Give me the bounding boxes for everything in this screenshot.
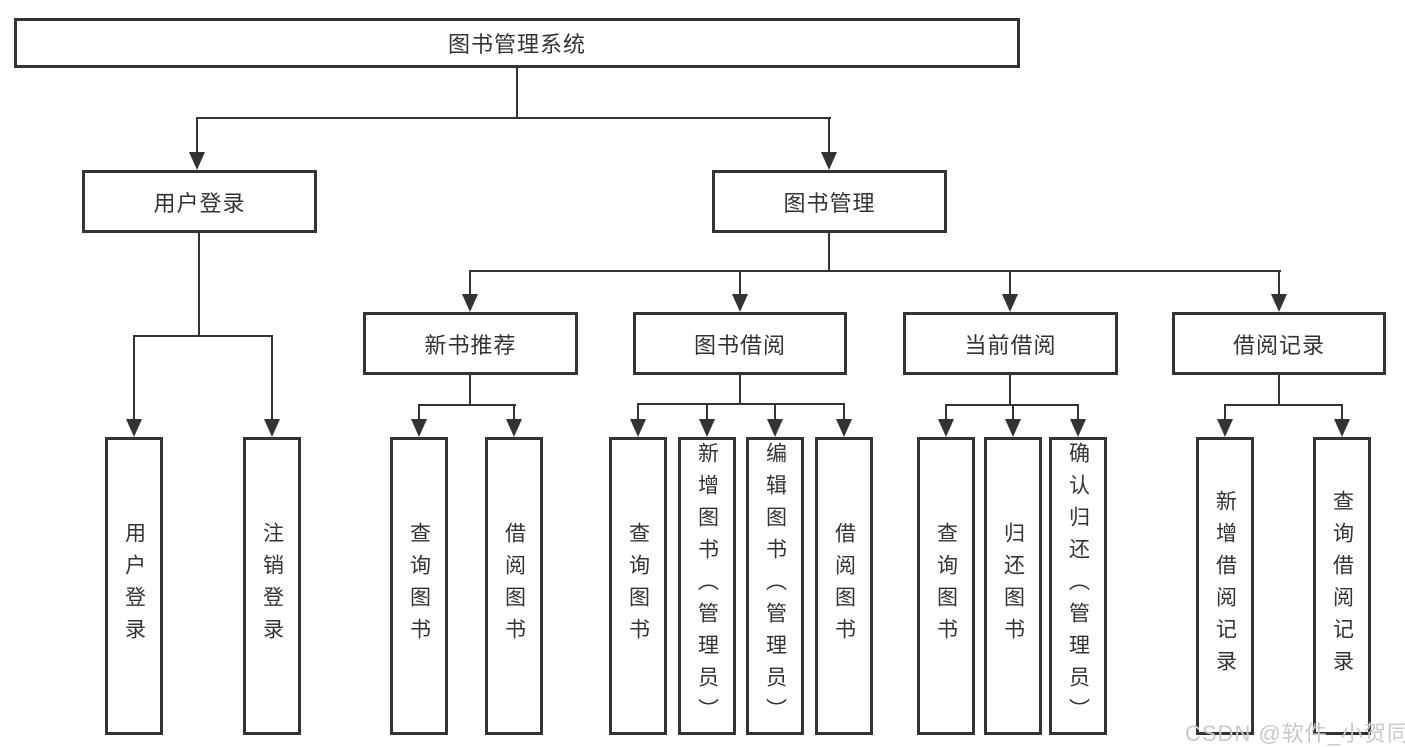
arrowhead-icon — [630, 419, 646, 437]
connector-leaf — [706, 404, 708, 420]
node-label: 当前借阅 — [964, 332, 1057, 358]
leaf-edit-book-admin: 编辑图书（管理员） — [746, 437, 804, 735]
leaf-label: 用户登录 — [122, 522, 146, 650]
node-label: 图书管理系统 — [447, 32, 586, 57]
arrowhead-icon — [189, 152, 205, 170]
leaf-label: 查询借阅记录 — [1330, 490, 1354, 682]
arrowhead-icon — [1070, 419, 1086, 437]
leaf-label: 新增图书（管理员） — [695, 442, 719, 730]
leaf-label: 查询图书 — [407, 522, 431, 650]
connector-l2-splitter — [196, 117, 831, 119]
arrowhead-icon — [126, 419, 142, 437]
leaf-label: 借阅图书 — [832, 522, 856, 650]
arrowhead-icon — [767, 419, 783, 437]
connector-leaf — [1077, 405, 1079, 420]
leaf-user-login: 用户登录 — [105, 437, 163, 735]
connector-leaf — [418, 405, 420, 421]
arrowhead-icon — [506, 419, 522, 437]
connector-l3-splitter — [469, 270, 1281, 272]
arrowhead-icon — [264, 419, 280, 437]
arrowhead-icon — [462, 294, 478, 312]
connector-to-leaf-user-login — [133, 336, 135, 420]
leaf-label: 查询图书 — [934, 522, 958, 650]
connector-to-new-book-recommend — [469, 271, 471, 295]
node-label: 图书管理 — [783, 190, 876, 216]
connector-to-book-borrow — [739, 271, 741, 295]
arrowhead-icon — [821, 152, 837, 170]
leaf-borrow-books-borrow: 借阅图书 — [815, 437, 873, 735]
leaf-borrow-books-recommend: 借阅图书 — [485, 437, 543, 735]
node-book-management: 图书管理 — [712, 170, 947, 233]
arrowhead-icon — [836, 419, 852, 437]
node-user-login: 用户登录 — [82, 170, 317, 233]
leaf-label: 查询图书 — [626, 522, 650, 650]
connector-user-login-splitter — [133, 335, 273, 337]
connector-recommend-stem — [469, 375, 471, 405]
arrowhead-icon — [938, 419, 954, 437]
node-label: 借阅记录 — [1232, 332, 1325, 358]
node-label: 新书推荐 — [424, 332, 517, 358]
connector-root-stem — [516, 68, 518, 118]
leaf-confirm-return-admin: 确认归还（管理员） — [1049, 437, 1107, 735]
connector-recommend-splitter — [418, 404, 516, 406]
connector-leaf — [1341, 405, 1343, 420]
connector-records-stem — [1278, 375, 1280, 405]
leaf-query-books-recommend: 查询图书 — [390, 437, 448, 735]
connector-leaf — [945, 405, 947, 420]
leaf-return-books: 归还图书 — [984, 437, 1042, 735]
connector-borrow-splitter — [637, 403, 845, 405]
leaf-label: 编辑图书（管理员） — [763, 442, 787, 730]
connector-to-borrow-records — [1278, 271, 1280, 295]
node-current-borrow: 当前借阅 — [903, 312, 1118, 375]
leaf-label: 新增借阅记录 — [1213, 490, 1237, 682]
node-new-book-recommend: 新书推荐 — [363, 312, 578, 375]
node-label: 图书借阅 — [693, 332, 786, 358]
node-borrow-records: 借阅记录 — [1172, 312, 1386, 375]
arrowhead-icon — [699, 419, 715, 437]
leaf-logout: 注销登录 — [243, 437, 301, 735]
connector-to-current-borrow — [1009, 271, 1011, 295]
connector-borrow-stem — [739, 375, 741, 404]
connector-user-login-stem — [198, 233, 200, 336]
arrowhead-icon — [1002, 294, 1018, 312]
connector-to-book-management — [828, 118, 830, 154]
arrowhead-icon — [1271, 294, 1287, 312]
connector-leaf — [1012, 405, 1014, 420]
node-label: 用户登录 — [153, 190, 246, 216]
connector-to-user-login — [196, 118, 198, 154]
csdn-watermark: CSDN @软件_小贺同学 — [1185, 721, 1405, 746]
leaf-query-books-current: 查询图书 — [917, 437, 975, 735]
connector-leaf — [1224, 405, 1226, 420]
leaf-label: 注销登录 — [260, 522, 284, 650]
leaf-label: 归还图书 — [1001, 522, 1025, 650]
connector-leaf — [843, 404, 845, 420]
arrowhead-icon — [732, 294, 748, 312]
leaf-query-borrow-record: 查询借阅记录 — [1313, 437, 1371, 735]
leaf-add-book-admin: 新增图书（管理员） — [678, 437, 736, 735]
connector-to-leaf-logout — [271, 336, 273, 420]
connector-book-management-stem — [828, 233, 830, 271]
leaf-label: 确认归还（管理员） — [1066, 442, 1090, 730]
leaf-query-books-borrow: 查询图书 — [609, 437, 667, 735]
leaf-add-borrow-record: 新增借阅记录 — [1196, 437, 1254, 735]
arrowhead-icon — [1217, 419, 1233, 437]
leaf-label: 借阅图书 — [502, 522, 526, 650]
connector-leaf — [637, 404, 639, 420]
node-book-borrow: 图书借阅 — [633, 312, 847, 375]
arrowhead-icon — [1005, 419, 1021, 437]
connector-leaf — [774, 404, 776, 420]
arrowhead-icon — [411, 419, 427, 437]
node-library-system: 图书管理系统 — [14, 18, 1020, 68]
connector-records-splitter — [1224, 404, 1343, 406]
arrowhead-icon — [1334, 419, 1350, 437]
connector-leaf — [513, 405, 515, 421]
connector-current-stem — [1009, 375, 1011, 405]
